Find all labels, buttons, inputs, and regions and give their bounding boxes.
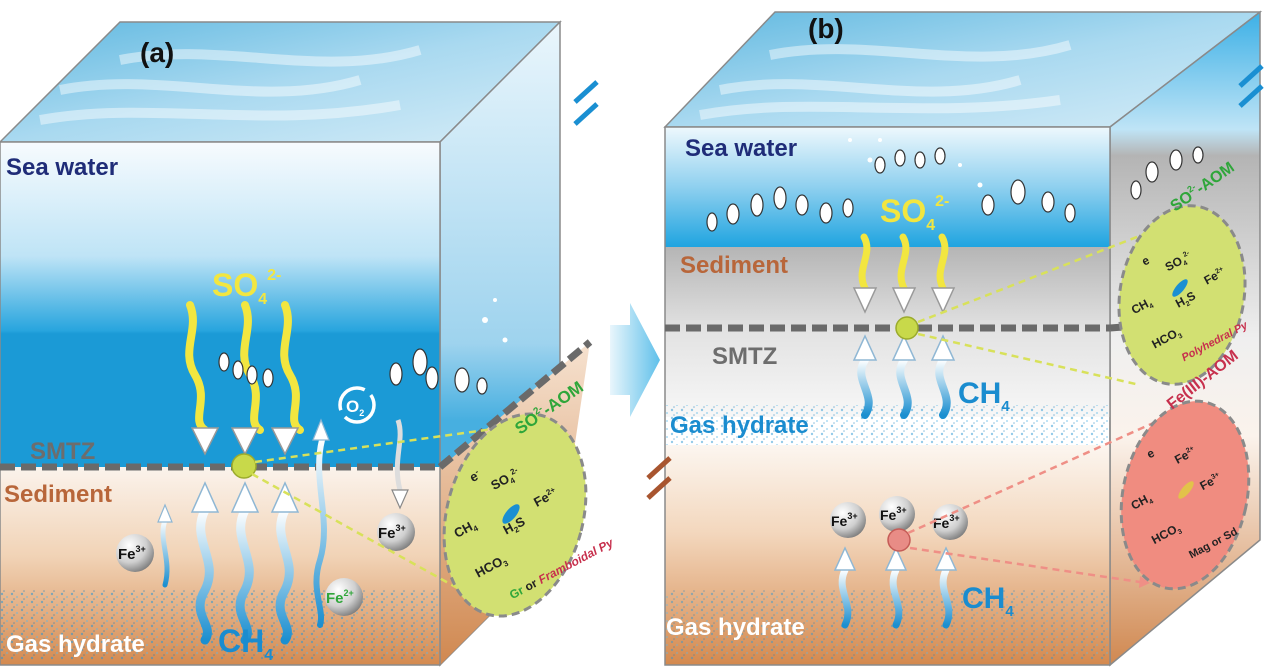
panel-b-so4-label: SO42-	[880, 193, 949, 234]
panel-a-fe-arrow	[391, 419, 409, 510]
panel-a-fe3-ball-right: Fe3+	[377, 513, 415, 551]
panel-b-ch4-bottom-arrows	[833, 546, 958, 629]
svg-text:SO42-: SO42-	[212, 267, 281, 308]
panel-a-fe2-ball: Fe2+	[325, 578, 363, 616]
panel-b-reaction-site-top	[895, 316, 919, 340]
panel-a-label: (a)	[140, 37, 174, 68]
panel-b-reaction-site-bottom	[887, 528, 911, 552]
panel-a-tubeworm-icons	[218, 348, 488, 395]
panel-b-gas-hydrate-mid-label: Gas hydrate	[670, 412, 809, 439]
svg-text:O2: O2	[346, 397, 364, 418]
panel-b-gas-hydrate-bottom-label: Gas hydrate	[666, 614, 805, 641]
panel-b-ch4-mid-arrows	[852, 334, 956, 419]
panel-b-smtz-label: SMTZ	[712, 343, 777, 370]
panel-b-so4-arrows	[852, 233, 956, 314]
svg-text:Fe3+: Fe3+	[378, 523, 406, 542]
panel-a-slash-mark	[573, 80, 599, 104]
panel-a-o2-cycle-icon: O2	[338, 386, 376, 424]
panel-a-hydrate-dots	[0, 590, 440, 660]
panel-a-smtz-label: SMTZ	[30, 438, 95, 465]
panel-b-fe3-balls: Fe3+ Fe3+ Fe3+	[830, 496, 968, 540]
svg-text:Fe3+: Fe3+	[933, 513, 960, 531]
panel-a-so4-label: SO42-	[212, 267, 281, 308]
panel-a-gas-hydrate-label: Gas hydrate	[6, 631, 145, 658]
transition-arrow	[610, 303, 660, 417]
panel-a-sediment-label: Sediment	[4, 481, 112, 508]
panel-b-tubeworm-icons	[706, 146, 1204, 232]
panel-a-sea-layer	[0, 142, 440, 467]
panel-a-ch4-arrows	[157, 418, 330, 645]
panel-b-aom-inset-bottom: e Fe2+ CH4 Fe3+ HCO3 Mag or Sd	[1119, 399, 1251, 591]
svg-text:Fe2+: Fe2+	[1172, 444, 1198, 467]
panel-b-ch4-bottom-label: CH4	[962, 582, 1014, 620]
svg-text:Fe3+: Fe3+	[831, 511, 858, 529]
panel-a-sea-water-label: Sea water	[6, 154, 118, 181]
panel-a-reaction-site	[231, 453, 257, 479]
svg-text:Fe2+: Fe2+	[531, 485, 560, 510]
panel-b-bottom-dots	[665, 590, 1110, 660]
panel-b-slash-mark	[1238, 64, 1264, 88]
panel-b-sea-water-label: Sea water	[685, 135, 797, 162]
bubble-decorations	[482, 138, 983, 343]
svg-text:Fe2+: Fe2+	[1202, 265, 1228, 288]
panel-a-fe3-ball-left: Fe3+	[116, 534, 154, 572]
panel-b-sea-layer	[665, 127, 1110, 247]
panel-b-label: (b)	[808, 13, 844, 44]
panel-b-ch4-mid-label: CH4	[958, 377, 1010, 415]
panel-a-ch4-label: CH4	[218, 623, 273, 664]
panel-b-hydrate-band	[665, 405, 1110, 445]
svg-text:Fe2+: Fe2+	[326, 588, 354, 607]
panel-a-block	[0, 20, 599, 667]
svg-text:Fe3+: Fe3+	[1197, 470, 1223, 493]
panel-b-sediment-label: Sediment	[680, 252, 788, 279]
svg-text:Fe3+: Fe3+	[880, 505, 907, 523]
svg-text:Fe3+: Fe3+	[118, 544, 146, 563]
